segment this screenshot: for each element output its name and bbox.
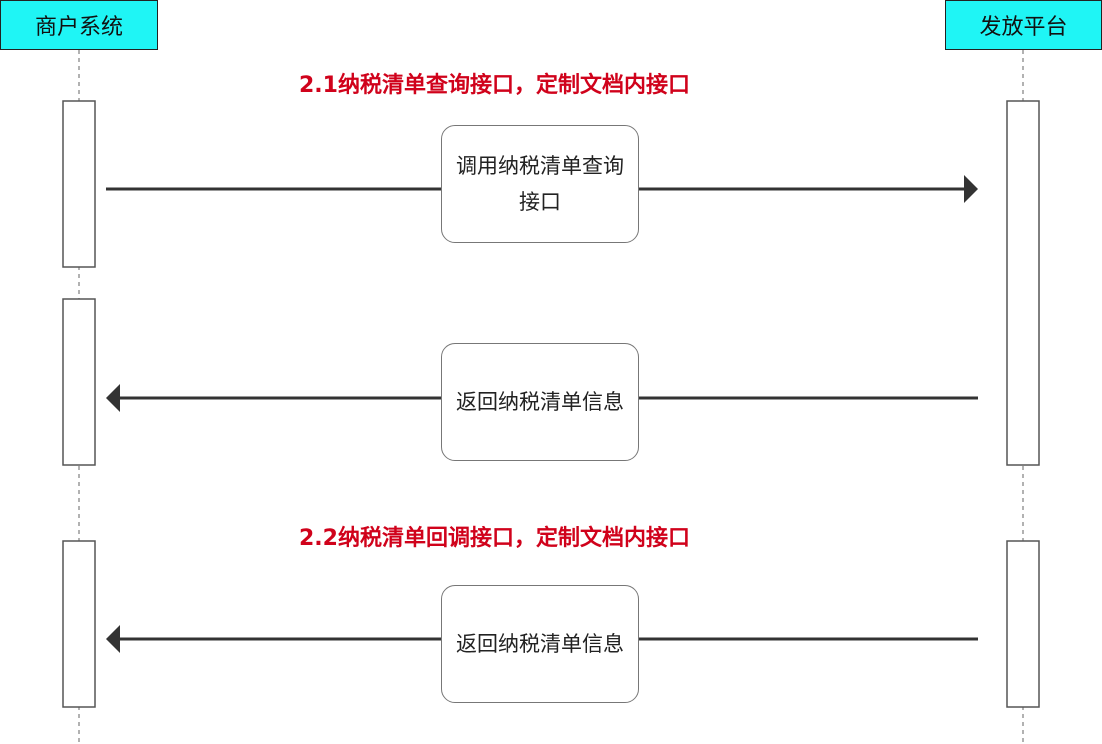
activation-right-1 <box>1006 100 1040 466</box>
participant-right-label: 发放平台 <box>979 15 1068 40</box>
message-label-2: 返回纳税清单信息 <box>441 343 639 461</box>
participant-left-label: 商户系统 <box>34 15 123 40</box>
message-label-1-text: 调用纳税清单查询接口 <box>456 154 624 214</box>
note-callback-interface: 2.2纳税清单回调接口，定制文档内接口 <box>299 526 690 551</box>
message-arrow-2-head <box>106 384 120 412</box>
message-label-2-text: 返回纳税清单信息 <box>456 390 624 414</box>
participant-merchant-system: 商户系统 <box>0 0 158 50</box>
activation-right-2 <box>1006 540 1040 708</box>
activation-left-3 <box>62 540 96 708</box>
message-arrow-1-head <box>964 175 978 203</box>
participant-distribution-platform: 发放平台 <box>945 0 1102 50</box>
message-arrow-3-head <box>106 625 120 653</box>
message-label-3: 返回纳税清单信息 <box>441 585 639 703</box>
note-query-interface: 2.1纳税清单查询接口，定制文档内接口 <box>299 73 690 98</box>
message-label-1: 调用纳税清单查询接口 <box>441 125 639 243</box>
activation-left-1 <box>62 100 96 268</box>
activation-left-2 <box>62 298 96 466</box>
message-label-3-text: 返回纳税清单信息 <box>456 632 624 656</box>
